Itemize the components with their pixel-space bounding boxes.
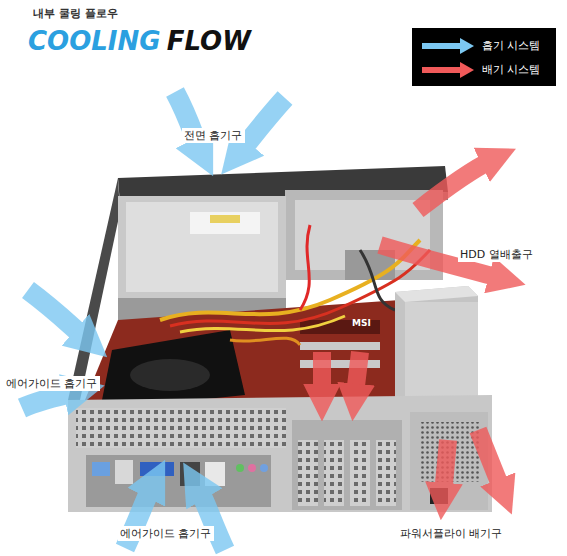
subtitle: 내부 쿨링 플로우 [33, 6, 118, 21]
legend-box: 흡기 시스템배기 시스템 [412, 28, 556, 86]
title-word: FLOW [167, 26, 251, 56]
legend-swatch [420, 37, 476, 55]
part-label: 파워서플라이 배기구 [398, 526, 505, 541]
legend-text: 배기 시스템 [482, 62, 541, 77]
legend-row: 배기 시스템 [420, 60, 552, 80]
part-label: 에어가이드 흡기구 [4, 376, 100, 391]
brand-mark: MSI [352, 318, 371, 328]
legend-swatch [420, 61, 476, 79]
title-word: COOLING [28, 26, 161, 56]
part-label: 전면 흡기구 [182, 128, 245, 143]
part-label: HDD 열배출구 [458, 247, 535, 262]
legend-row: 흡기 시스템 [420, 36, 552, 56]
legend-text: 흡기 시스템 [482, 38, 541, 53]
part-label: 에어가이드 흡기구 [118, 526, 214, 541]
